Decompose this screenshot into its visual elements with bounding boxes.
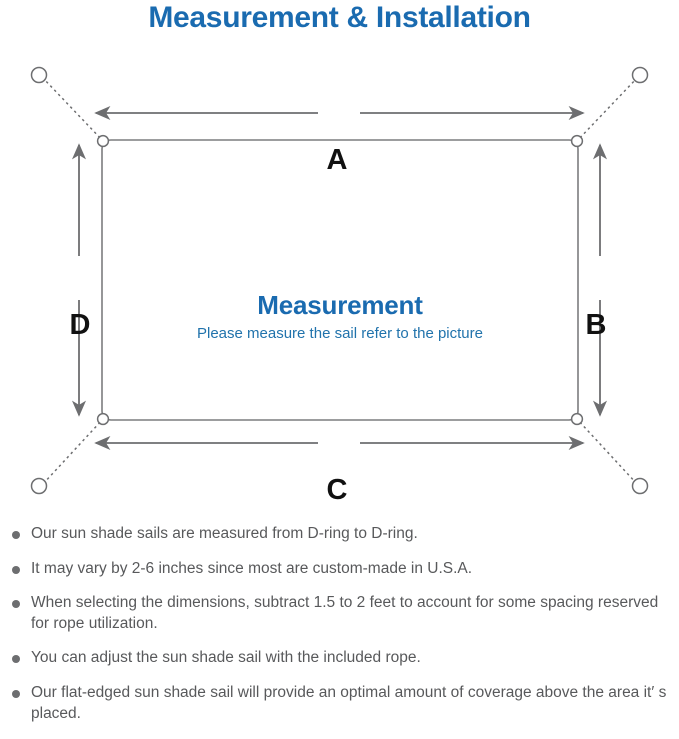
list-item: When selecting the dimensions, subtract … [0,593,679,634]
diagram-canvas [30,66,649,495]
sail-caption-subtitle: Please measure the sail refer to the pic… [197,325,483,342]
d-ring-bottom-left [96,412,110,426]
d-ring-bottom-right [570,412,584,426]
rope-line-top-left [41,76,105,143]
list-item-text: Our sun shade sails are measured from D-… [31,525,418,542]
anchor-point-top-right [631,66,649,84]
rope-line-bottom-left [41,417,105,486]
bullet-icon [12,655,20,664]
list-item: It may vary by 2-6 inches since most are… [0,559,679,580]
anchor-point-top-left [30,66,48,84]
anchor-point-bottom-right [631,477,649,495]
bullet-icon [12,600,20,609]
list-item: Our flat-edged sun shade sail will provi… [0,683,679,724]
list-item: You can adjust the sun shade sail with t… [0,648,679,669]
dimension-label-b: B [585,309,607,341]
sail-shape [101,139,579,421]
list-item-text: Our flat-edged sun shade sail will provi… [31,684,667,722]
notes-list: Our sun shade sails are measured from D-… [0,524,679,738]
bullet-icon [12,690,20,699]
dimension-label-d: D [69,309,91,341]
sail-caption-title: Measurement [257,290,423,320]
measurement-diagram: A B C D Measurement Please measure the s… [0,48,679,518]
dimension-label-a: A [326,144,348,176]
rope-line-top-right [575,76,639,143]
bullet-icon [12,531,20,539]
d-ring-top-left [96,134,110,148]
anchor-point-bottom-left [30,477,48,495]
list-item-text: When selecting the dimensions, subtract … [31,594,659,632]
list-item: Our sun shade sails are measured from D-… [0,524,679,545]
d-ring-top-right [570,134,584,148]
dimension-label-c: C [326,474,348,506]
list-item-text: It may vary by 2-6 inches since most are… [31,559,473,577]
bullet-icon [12,565,20,574]
list-item-text: You can adjust the sun shade sail with t… [31,649,421,667]
page-title: Measurement & Installation [148,1,531,34]
rope-line-bottom-right [575,417,639,486]
